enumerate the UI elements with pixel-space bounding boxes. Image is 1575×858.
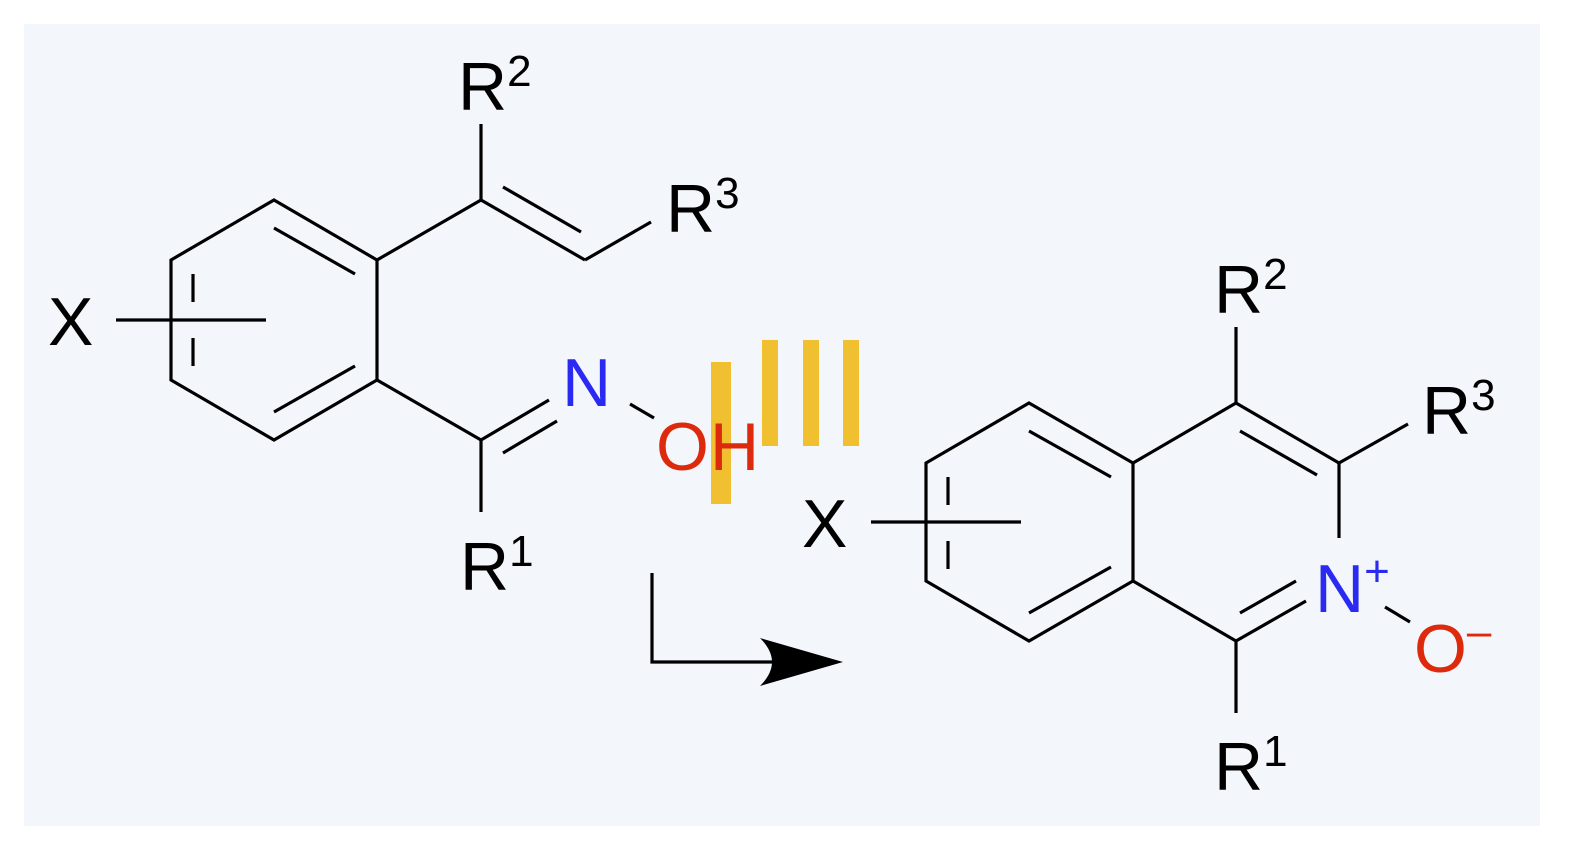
product-benzo-inner-bond-top (1028, 429, 1112, 479)
reactant-aryl-vinyl-bond (376, 198, 482, 262)
reactant-r3-label: R3 (666, 169, 740, 247)
reactant-aryl-imine-bond (376, 378, 482, 442)
reactant-h-label: H (710, 409, 759, 485)
disconnection-mark-1 (762, 340, 778, 446)
product-o-label: O– (1414, 607, 1492, 687)
disconnection-marks (762, 340, 859, 446)
reactant-x-label: X (48, 284, 93, 360)
product-n-label: N+ (1315, 547, 1390, 627)
reactant-vinyl-double-bond-inner (502, 185, 582, 234)
reactant-molecule: X R2 R3 R1 N O H (48, 47, 759, 605)
product-n-o-bond (1384, 605, 1411, 624)
product-r1-label: R1 (1214, 727, 1288, 805)
disconnection-mark-3 (843, 340, 859, 446)
product-c1-n-inner-bond (1239, 579, 1297, 615)
product-r2-label: R2 (1214, 250, 1288, 328)
reactant-ring-inner-bond-top (273, 226, 356, 276)
reactant-vinyl-r3-bond (584, 220, 652, 262)
product-c4-c3-inner-bond (1239, 429, 1318, 477)
product-pyridine-ring (1132, 401, 1341, 643)
reactant-n-label: N (562, 345, 611, 421)
product-molecule: X R2 R3 R1 N+ O– (802, 250, 1496, 805)
disconnection-mark-2 (803, 340, 819, 446)
product-benzo-inner-bond-bottom (1028, 565, 1112, 615)
reactant-r1-label: R1 (460, 527, 534, 605)
product-c4-c3-bond (1235, 401, 1340, 465)
product-c3-r3-bond (1338, 422, 1409, 465)
reaction-arrow-head (760, 638, 843, 686)
reaction-arrow-shaft (650, 573, 790, 664)
product-r3-label: R3 (1422, 371, 1496, 449)
reactant-ring-inner-bond-bottom (273, 364, 356, 414)
product-x-label: X (802, 486, 847, 562)
reactant-r2-label: R2 (458, 47, 532, 125)
oh-highlight-bar (711, 362, 731, 504)
product-c4a-c4-bond (1132, 401, 1237, 465)
reactant-c-n-double-bond (480, 398, 550, 442)
background-panel (24, 24, 1540, 826)
reactant-c-n-double-bond-inner (502, 419, 558, 455)
reaction-arrow (650, 573, 843, 686)
reactant-n-o-bond (629, 402, 655, 420)
reactant-vinyl-double-bond (480, 198, 586, 262)
reactant-o-label: O (656, 409, 709, 485)
product-c1-n-double-bond (1235, 599, 1307, 643)
product-c8a-c1-bond (1132, 579, 1237, 643)
